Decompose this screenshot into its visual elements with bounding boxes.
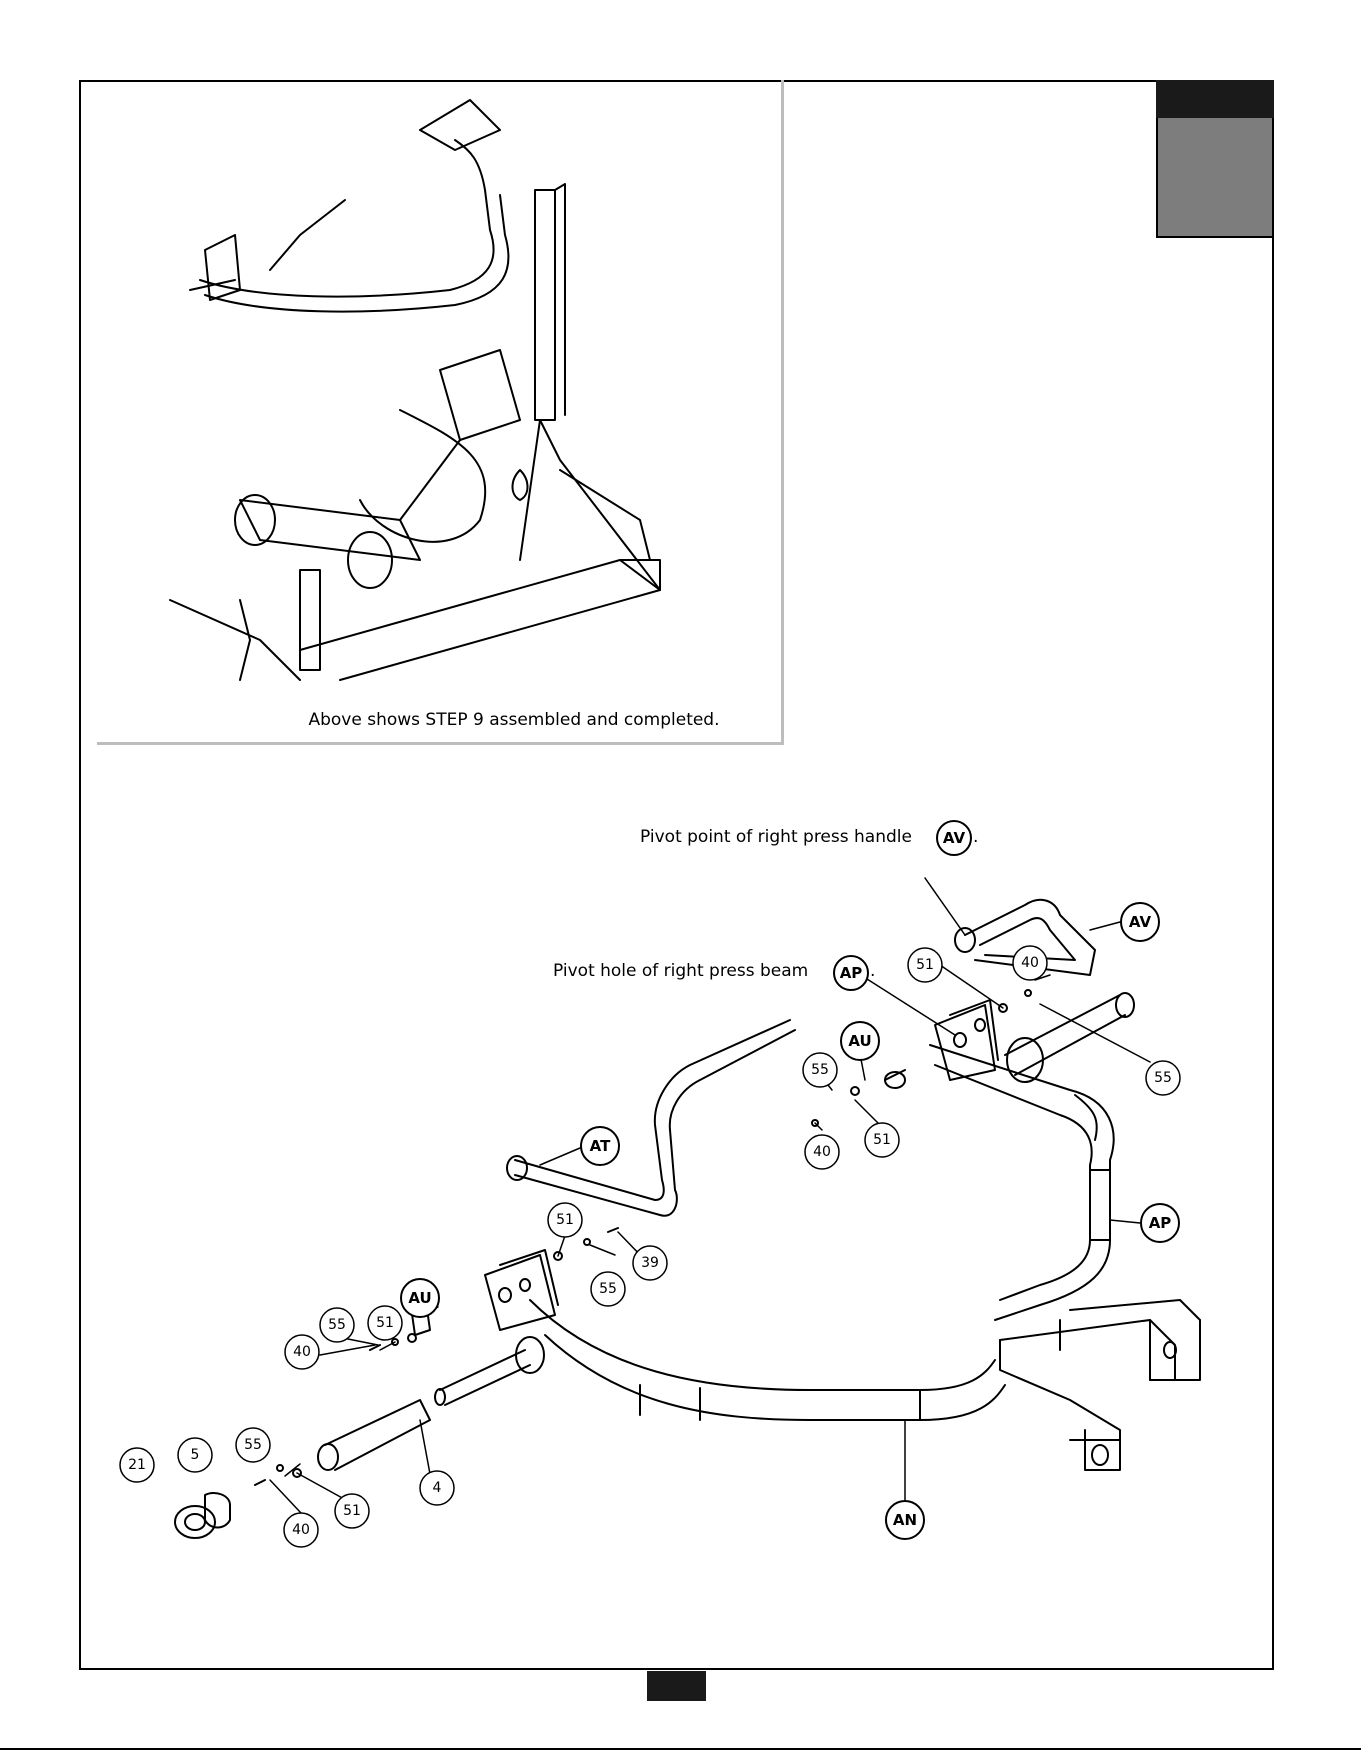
svg-text:51: 51: [343, 1503, 361, 1519]
pivot-plates-left: [485, 1250, 558, 1373]
part-55-bubble-a: 55: [1146, 1061, 1180, 1095]
part-51-bubble-b: 51: [865, 1123, 899, 1157]
svg-text:40: 40: [293, 1344, 311, 1360]
ref-au-left-bubble: AU: [401, 1279, 439, 1317]
pivot-hole-ref-bubble: AP: [834, 956, 868, 990]
pivot-hole-period: .: [870, 961, 875, 981]
svg-text:AV: AV: [943, 829, 966, 847]
svg-text:55: 55: [599, 1281, 617, 1297]
pivot-point-callout: Pivot point of right press handle: [640, 827, 912, 847]
svg-text:39: 39: [641, 1255, 659, 1271]
completed-machine-illustration: [170, 100, 660, 680]
svg-text:40: 40: [1021, 955, 1039, 971]
svg-text:55: 55: [811, 1062, 829, 1078]
part-51-bubble-d: 51: [368, 1306, 402, 1340]
part-4-bubble: 4: [420, 1471, 454, 1505]
svg-text:51: 51: [916, 957, 934, 973]
svg-text:55: 55: [1154, 1070, 1172, 1086]
svg-text:40: 40: [813, 1144, 831, 1160]
part-55-bubble-c: 55: [591, 1272, 625, 1306]
footer-rule: [0, 1748, 1361, 1750]
svg-text:4: 4: [433, 1480, 442, 1496]
pivot-point-ref-bubble: AV: [937, 821, 971, 855]
part-55-bubble-b: 55: [803, 1053, 837, 1087]
svg-text:AN: AN: [893, 1511, 917, 1529]
part-51-bubble-e: 51: [335, 1494, 369, 1528]
svg-text:51: 51: [873, 1132, 891, 1148]
part-40-bubble-e: 40: [284, 1513, 318, 1547]
crossbar-an: [530, 1300, 1005, 1420]
ref-at-bubble: AT: [581, 1127, 619, 1165]
ref-av-bubble: AV: [1121, 903, 1159, 941]
svg-text:5: 5: [191, 1447, 200, 1463]
svg-text:AU: AU: [848, 1032, 871, 1050]
handle-at: [507, 1020, 795, 1216]
svg-text:55: 55: [244, 1437, 262, 1453]
svg-text:AV: AV: [1129, 913, 1152, 931]
ref-an-bubble: AN: [886, 1501, 924, 1539]
part-40-bubble-a: 40: [1013, 946, 1047, 980]
weight-horn-left: [318, 1350, 530, 1470]
part-55-bubble-e: 55: [236, 1428, 270, 1462]
small-hardware: [175, 970, 1045, 1538]
part-51-bubble-c: 51: [548, 1203, 582, 1237]
part-21-bubble: 21: [120, 1448, 154, 1482]
svg-text:21: 21: [128, 1457, 146, 1473]
beam-ap: [930, 1045, 1114, 1320]
part-40-bubble-d: 40: [285, 1335, 319, 1369]
svg-text:AU: AU: [408, 1289, 431, 1307]
svg-text:51: 51: [556, 1212, 574, 1228]
svg-text:55: 55: [328, 1317, 346, 1333]
ref-ap-bubble: AP: [1141, 1204, 1179, 1242]
pivot-hole-callout: Pivot hole of right press beam: [553, 961, 808, 981]
frame-block-right: [1000, 1300, 1200, 1470]
svg-text:AT: AT: [590, 1137, 611, 1155]
part-51-bubble-a: 51: [908, 948, 942, 982]
svg-text:AP: AP: [1149, 1214, 1172, 1232]
pivot-point-period: .: [973, 827, 978, 847]
page-number-box: [647, 1671, 706, 1701]
part-5-bubble: 5: [178, 1438, 212, 1472]
svg-text:51: 51: [376, 1315, 394, 1331]
ref-au-top-bubble: AU: [841, 1022, 879, 1060]
part-55-bubble-d: 55: [320, 1308, 354, 1342]
part-40-bubble-b: 40: [805, 1135, 839, 1169]
svg-text:AP: AP: [840, 964, 863, 982]
svg-text:40: 40: [292, 1522, 310, 1538]
part-39-bubble: 39: [633, 1246, 667, 1280]
